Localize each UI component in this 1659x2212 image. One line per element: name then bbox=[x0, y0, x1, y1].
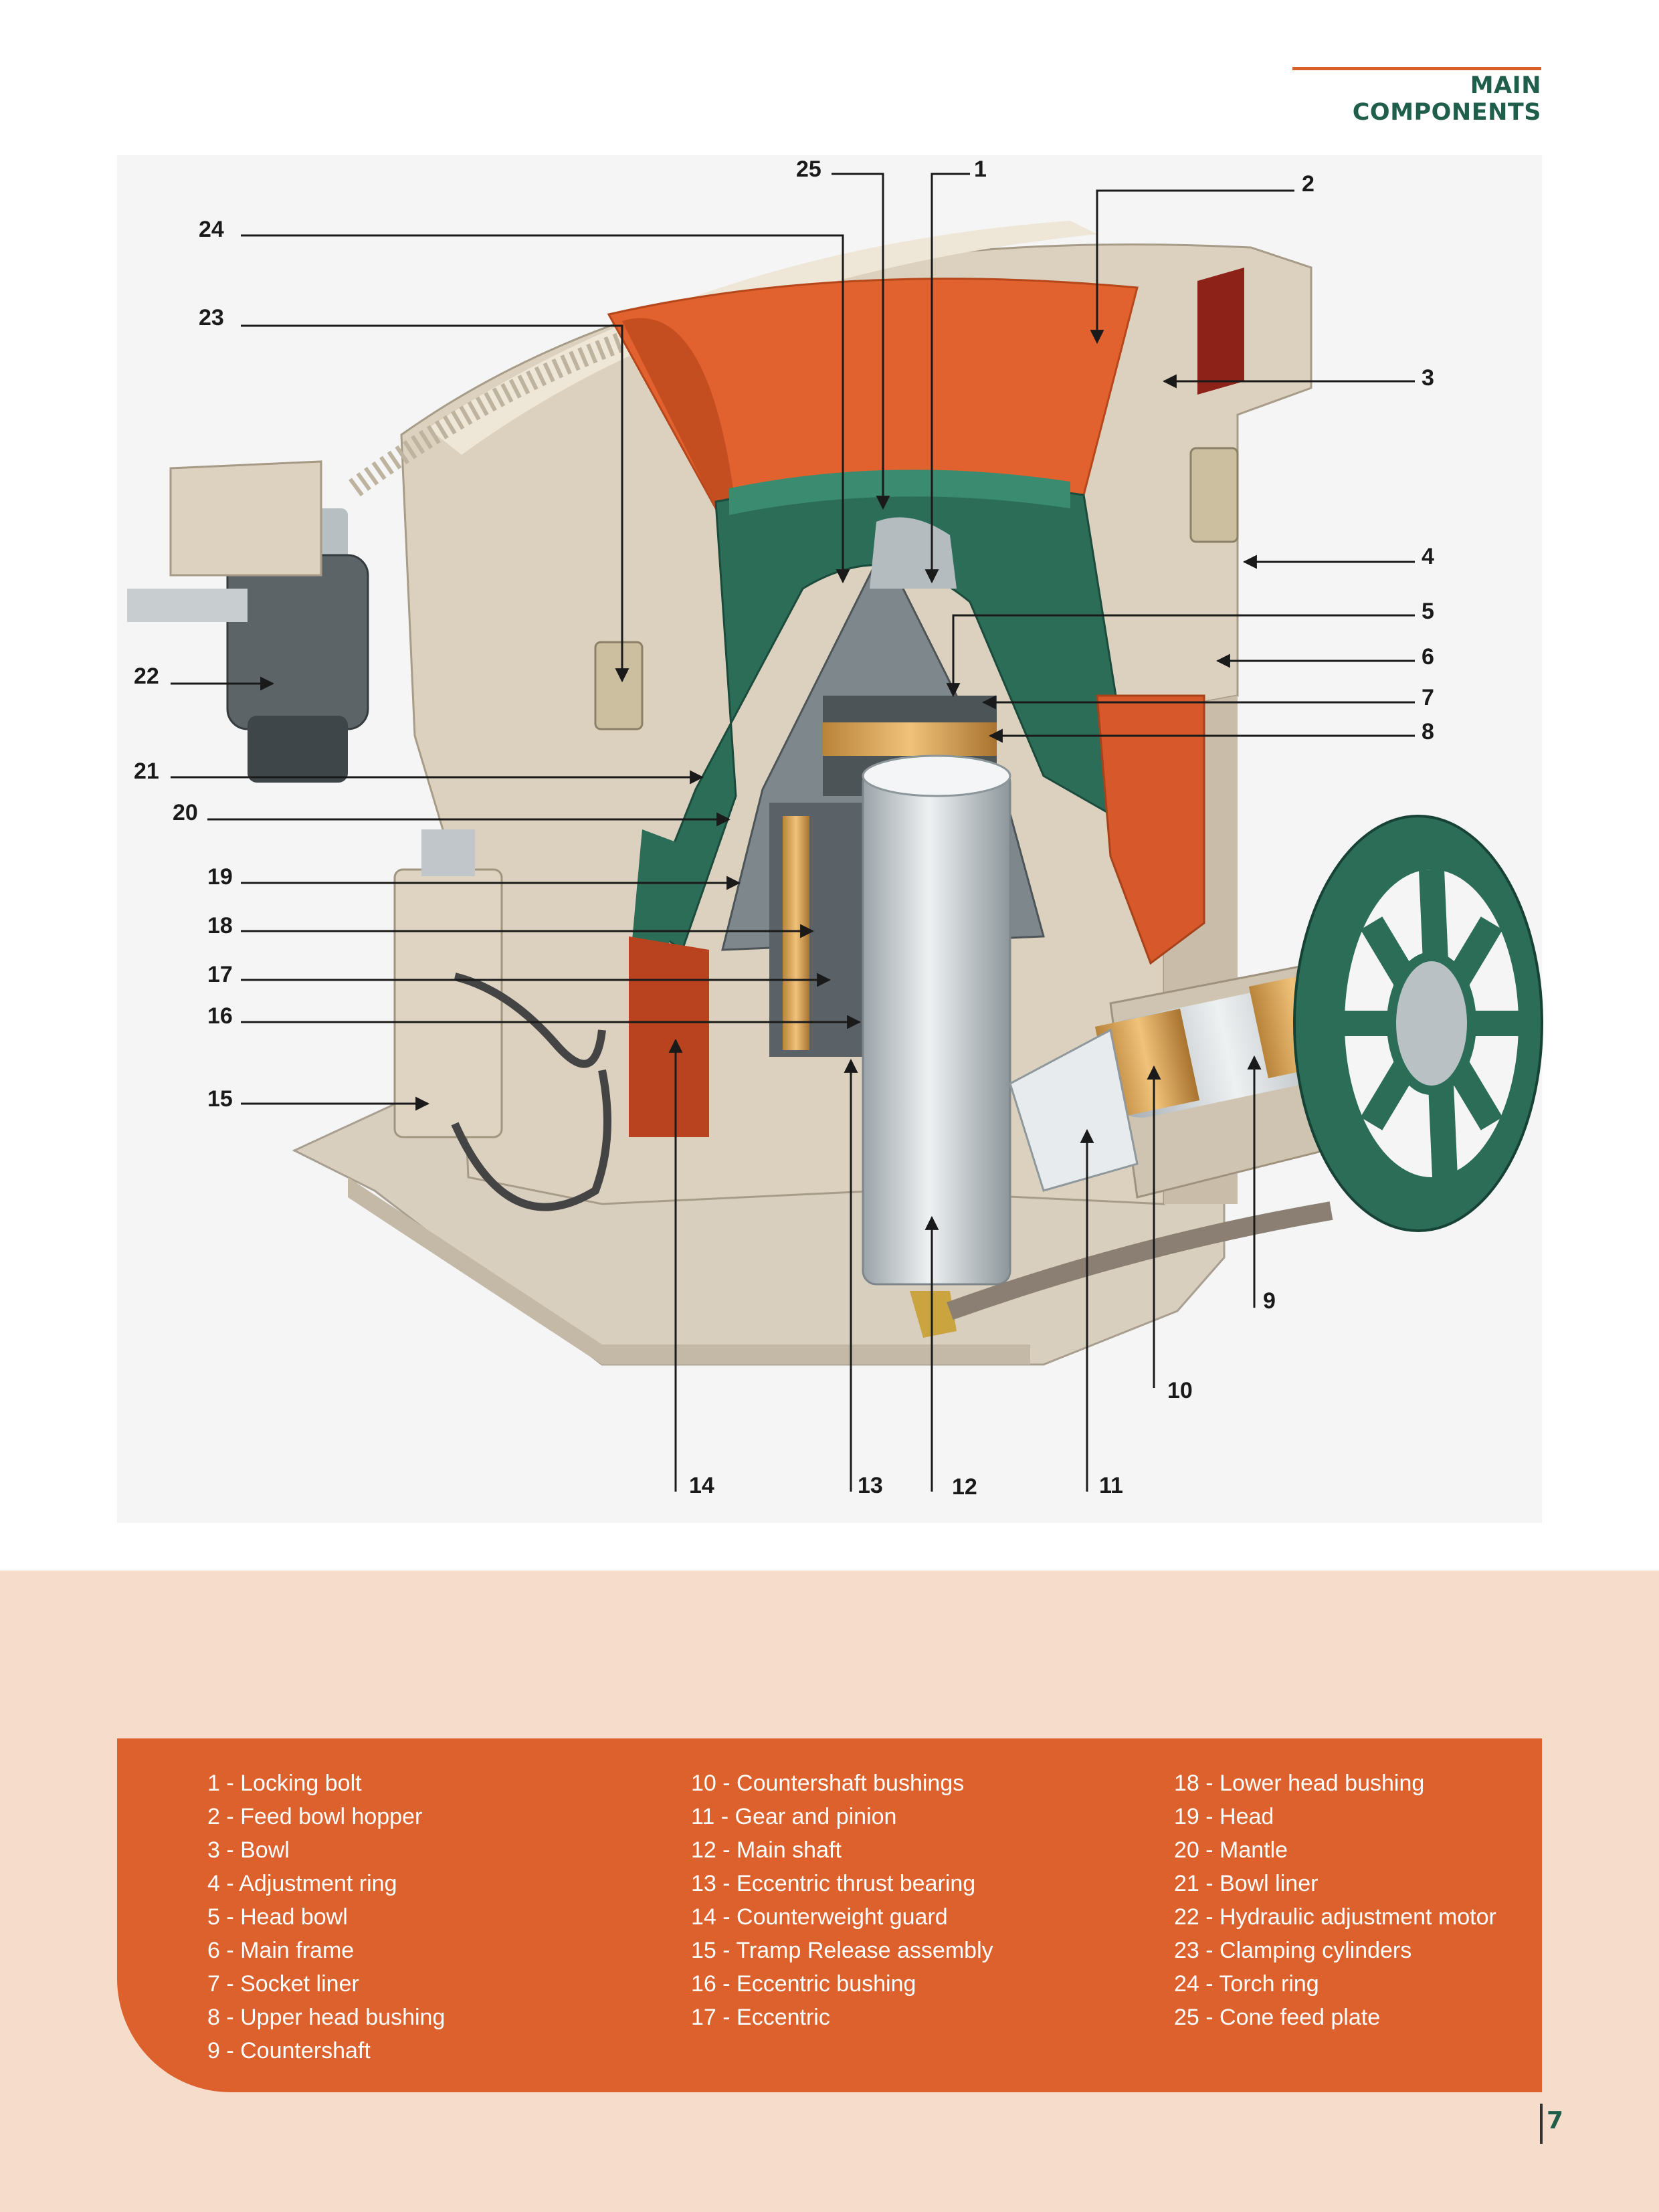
callout-leaders bbox=[171, 173, 1415, 1492]
legend-item: 23 - Clamping cylinders bbox=[1174, 1938, 1412, 1963]
leader-24 bbox=[241, 234, 850, 584]
legend-item: 17 - Eccentric bbox=[691, 2005, 830, 2030]
legend-item: 10 - Countershaft bushings bbox=[691, 1771, 965, 1796]
legend-item: 4 - Adjustment ring bbox=[207, 1871, 397, 1896]
callout-24: 24 bbox=[199, 217, 224, 242]
legend-item: 16 - Eccentric bushing bbox=[691, 1971, 916, 1997]
page-number-rule bbox=[1540, 2104, 1543, 2144]
legend-item: 13 - Eccentric thrust bearing bbox=[691, 1871, 976, 1896]
legend-column-1: 1 - Locking bolt 2 - Feed bowl hopper 3 … bbox=[207, 1767, 445, 2068]
header-rule bbox=[1292, 67, 1541, 70]
legend-item: 24 - Torch ring bbox=[1174, 1971, 1319, 1997]
counterweight-guard bbox=[629, 936, 709, 1137]
legend-column-2: 10 - Countershaft bushings 11 - Gear and… bbox=[691, 1767, 993, 2034]
page-title: MAIN COMPONENTS bbox=[1352, 72, 1541, 126]
leader-25 bbox=[832, 173, 890, 510]
callout-11: 11 bbox=[1099, 1473, 1123, 1498]
oil-drain-pipe bbox=[947, 1201, 1333, 1320]
legend-item: 18 - Lower head bushing bbox=[1174, 1771, 1425, 1796]
legend-item: 22 - Hydraulic adjustment motor bbox=[1174, 1904, 1496, 1930]
callout-2: 2 bbox=[1302, 171, 1314, 197]
legend-box bbox=[117, 1738, 1542, 2092]
legend-column-3: 18 - Lower head bushing 19 - Head 20 - M… bbox=[1174, 1767, 1496, 2034]
drive-pulley bbox=[1293, 815, 1543, 1232]
callout-15: 15 bbox=[207, 1086, 233, 1112]
callout-23: 23 bbox=[199, 305, 224, 330]
legend-item: 12 - Main shaft bbox=[691, 1837, 842, 1863]
callout-6: 6 bbox=[1422, 644, 1434, 670]
leader-5 bbox=[946, 614, 1415, 698]
oil-elbow-fitting bbox=[910, 1291, 957, 1338]
callout-4: 4 bbox=[1422, 544, 1434, 569]
callout-1: 1 bbox=[974, 157, 987, 182]
legend-item: 8 - Upper head bushing bbox=[207, 2005, 446, 2030]
motor-bracket bbox=[169, 460, 322, 577]
bowl-section-dark bbox=[1197, 268, 1244, 395]
legend-item: 7 - Socket liner bbox=[207, 1971, 359, 1997]
legend-item: 19 - Head bbox=[1174, 1804, 1274, 1829]
page-number: 7 bbox=[1547, 2107, 1564, 2134]
callout-17: 17 bbox=[207, 962, 233, 987]
leader-2 bbox=[1090, 189, 1294, 344]
legend-item: 3 - Bowl bbox=[207, 1837, 290, 1863]
callout-13: 13 bbox=[858, 1473, 883, 1498]
leader-1 bbox=[924, 173, 970, 584]
legend-item: 15 - Tramp Release assembly bbox=[691, 1938, 993, 1963]
callout-10: 10 bbox=[1167, 1378, 1193, 1403]
main-shaft bbox=[862, 755, 1011, 1286]
legend-item: 6 - Main frame bbox=[207, 1938, 355, 1963]
callout-18: 18 bbox=[207, 913, 233, 938]
legend-item: 21 - Bowl liner bbox=[1174, 1871, 1319, 1896]
legend-item: 14 - Counterweight guard bbox=[691, 1904, 948, 1930]
callout-8: 8 bbox=[1422, 719, 1434, 744]
callout-12: 12 bbox=[952, 1474, 977, 1500]
callout-3: 3 bbox=[1422, 365, 1434, 391]
legend-item: 9 - Countershaft bbox=[207, 2038, 371, 2064]
eccentric-bushing bbox=[783, 816, 809, 1050]
frame-liner-right bbox=[1096, 694, 1205, 965]
leader-23 bbox=[241, 324, 629, 683]
callout-7: 7 bbox=[1422, 685, 1434, 710]
legend-item: 1 - Locking bolt bbox=[207, 1771, 362, 1796]
green-liner bbox=[629, 470, 1139, 977]
callout-5: 5 bbox=[1422, 599, 1434, 624]
callout-14: 14 bbox=[689, 1473, 714, 1498]
callout-20: 20 bbox=[173, 800, 198, 825]
callout-25: 25 bbox=[796, 157, 821, 182]
legend-item: 11 - Gear and pinion bbox=[691, 1804, 897, 1829]
callout-21: 21 bbox=[134, 759, 159, 784]
legend-item: 2 - Feed bowl hopper bbox=[207, 1804, 423, 1829]
callout-16: 16 bbox=[207, 1003, 233, 1029]
callout-9: 9 bbox=[1263, 1288, 1276, 1314]
callout-19: 19 bbox=[207, 864, 233, 890]
legend-item: 5 - Head bowl bbox=[207, 1904, 348, 1930]
clamping-cylinder bbox=[594, 641, 644, 730]
callout-22: 22 bbox=[134, 664, 159, 689]
legend-item: 25 - Cone feed plate bbox=[1174, 2005, 1381, 2030]
tramp-release-cylinder bbox=[393, 829, 611, 1211]
legend-item: 20 - Mantle bbox=[1174, 1837, 1288, 1863]
clamping-cylinder-right bbox=[1189, 447, 1239, 543]
